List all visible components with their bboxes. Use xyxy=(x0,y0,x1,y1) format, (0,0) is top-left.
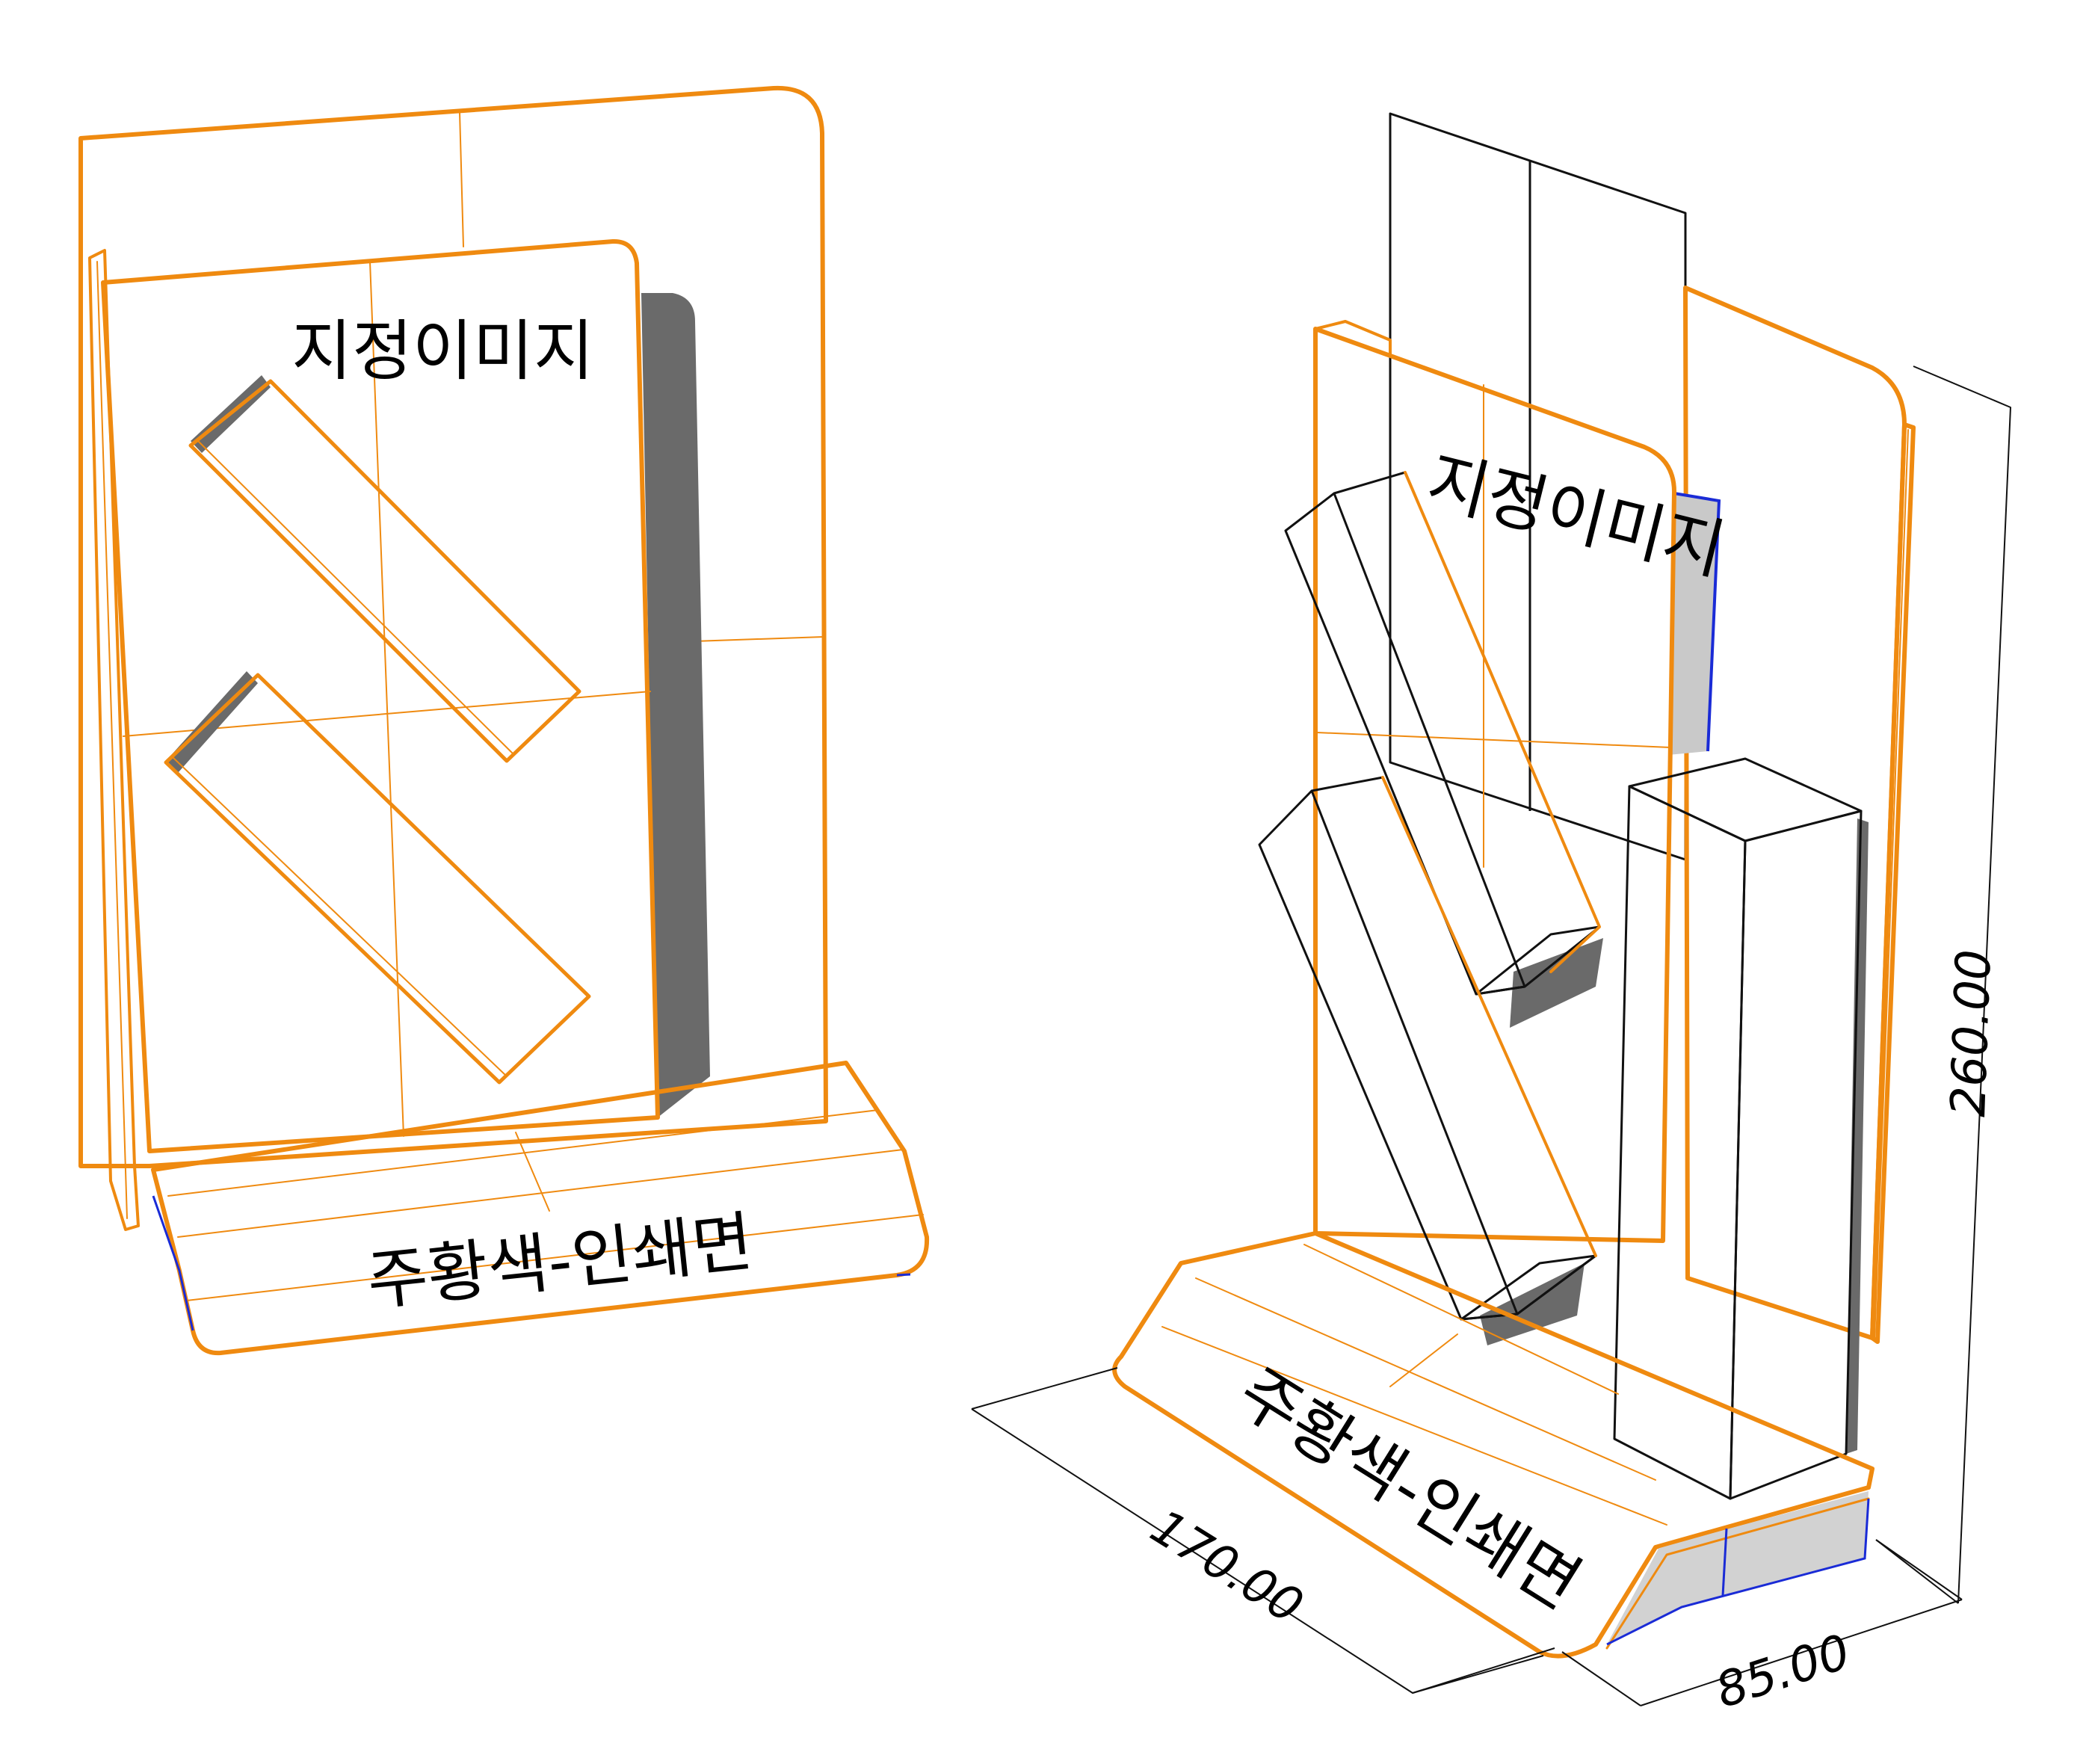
left-display-stand: 지정이미지 주황색-인쇄면 xyxy=(78,85,930,1356)
left-base xyxy=(151,1061,930,1356)
right-display-stand: 지정이미지 주황색-인쇄면 170.00 85.00 260.00 xyxy=(971,112,2011,1719)
left-base-label: 주황색-인쇄면 xyxy=(363,1203,756,1320)
left-lower-bar xyxy=(164,671,591,1085)
right-back-flap xyxy=(1668,492,1721,755)
left-back-panel xyxy=(78,85,828,1168)
dimension-height: 260.00 xyxy=(1941,949,2002,1117)
dimension-width: 170.00 xyxy=(1141,1499,1312,1635)
left-front-shadow xyxy=(641,293,710,1117)
left-top-label: 지정이미지 xyxy=(291,312,594,389)
left-upper-bar xyxy=(188,375,581,763)
left-side-strip xyxy=(88,249,140,1231)
right-tall-box xyxy=(1613,757,1869,1500)
dimension-depth: 85.00 xyxy=(1709,1624,1857,1719)
right-side-wall xyxy=(1683,286,1916,1344)
right-base xyxy=(1112,1231,1875,1659)
right-dimension-lines xyxy=(971,366,2011,1706)
right-front-panel xyxy=(1313,320,1676,1243)
right-upper-bar xyxy=(1284,471,1603,1028)
right-lower-bar xyxy=(1258,776,1597,1345)
